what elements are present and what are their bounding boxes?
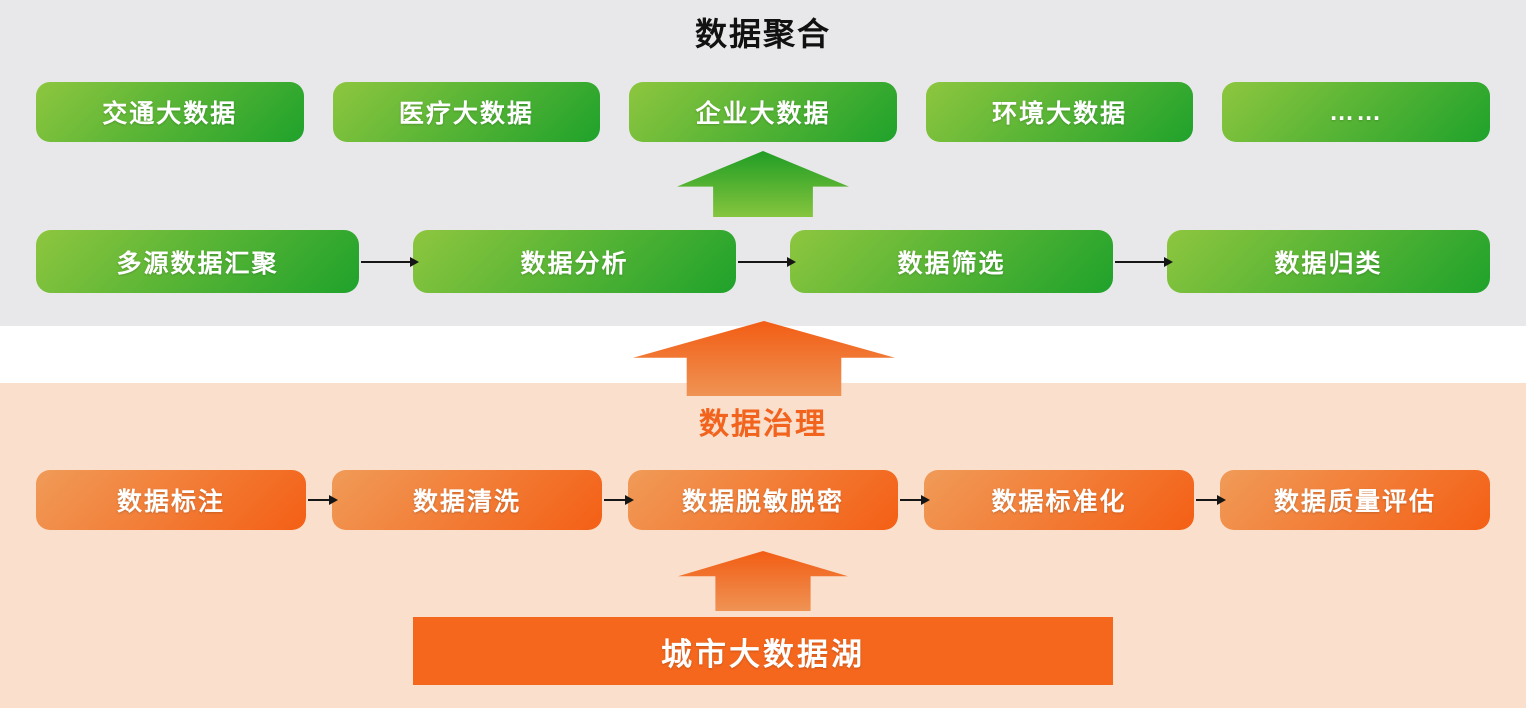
step-data-filtering: 数据筛选 <box>790 230 1113 293</box>
governance-pipeline-row: 数据标注 数据清洗 数据脱敏脱密 数据标准化 数据质量评估 <box>0 470 1526 530</box>
source-environment-bigdata: 环境大数据 <box>925 82 1194 142</box>
source-enterprise-bigdata: 企业大数据 <box>629 82 897 142</box>
flow-arrow-icon <box>1115 256 1173 267</box>
aggregation-title: 数据聚合 <box>694 16 831 52</box>
step-multisource-convergence: 多源数据汇聚 <box>36 230 359 293</box>
flow-arrow-icon <box>1196 495 1226 505</box>
flow-arrow-icon <box>900 495 930 505</box>
source-ellipsis: …… <box>1222 82 1490 142</box>
governance-section: 数据治理 数据标注 数据清洗 数据脱敏脱密 数据标准化 数据质量评估 城市大数据… <box>0 383 1526 708</box>
up-arrow-orange-small-icon <box>678 551 848 611</box>
step-data-analysis: 数据分析 <box>413 230 736 293</box>
step-data-classification: 数据归类 <box>1167 230 1490 293</box>
step-data-desensitization: 数据脱敏脱密 <box>628 470 898 530</box>
up-arrow-green-icon <box>677 151 849 217</box>
flow-arrow-icon <box>604 495 634 505</box>
step-data-annotation: 数据标注 <box>36 470 306 530</box>
step-data-standardization: 数据标准化 <box>924 470 1194 530</box>
source-medical-bigdata: 医疗大数据 <box>332 82 601 142</box>
aggregation-section: 数据聚合 交通大数据 医疗大数据 企业大数据 环境大数据 …… 多源数据汇聚 数… <box>0 0 1526 326</box>
flow-arrow-icon <box>361 256 419 267</box>
step-data-quality-assessment: 数据质量评估 <box>1220 470 1490 530</box>
aggregation-pipeline-row: 多源数据汇聚 数据分析 数据筛选 数据归类 <box>0 230 1526 293</box>
source-traffic-bigdata: 交通大数据 <box>36 82 304 142</box>
flow-arrow-icon <box>308 495 338 505</box>
source-row: 交通大数据 医疗大数据 企业大数据 环境大数据 …… <box>0 82 1526 142</box>
city-bigdata-lake-box: 城市大数据湖 <box>413 617 1113 685</box>
flow-arrow-icon <box>738 256 796 267</box>
governance-title: 数据治理 <box>699 408 827 441</box>
step-data-cleaning: 数据清洗 <box>332 470 602 530</box>
